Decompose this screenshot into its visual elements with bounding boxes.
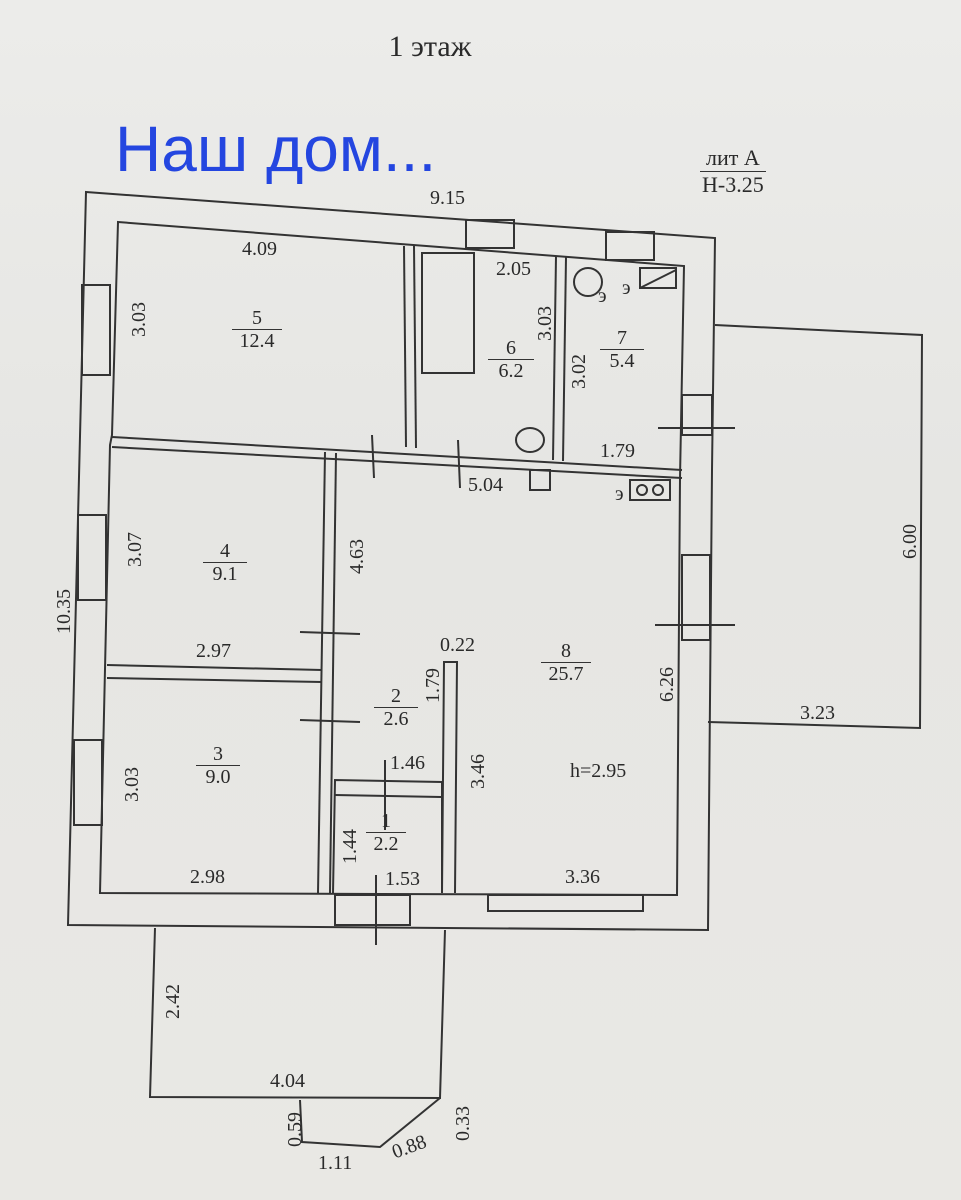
- litera-line1: лит А: [700, 145, 766, 172]
- dim-room5-h: 3.03: [128, 302, 150, 337]
- window: [487, 894, 644, 912]
- dim-room2-w: 1.46: [390, 752, 425, 774]
- window: [77, 514, 107, 601]
- dim-porch-d: 0.33: [452, 1106, 474, 1141]
- dim-room8-h: 6.26: [656, 667, 678, 702]
- dim-room6-h: 3.03: [534, 306, 556, 341]
- door-opening: [334, 894, 411, 926]
- window: [605, 231, 655, 261]
- dim-hall-w: 5.04: [468, 474, 503, 496]
- bathtub: [421, 252, 475, 374]
- wall-left-column: [317, 451, 326, 894]
- litera-line2: Н-3.25: [702, 172, 764, 197]
- dim-room8-wall: 3.46: [467, 754, 489, 789]
- page-title: 1 этаж: [388, 30, 472, 63]
- dim-annex-right-h: 6.00: [899, 524, 921, 559]
- window: [81, 284, 111, 376]
- partition-top: [111, 436, 683, 471]
- dim-top-total: 9.15: [430, 187, 465, 209]
- dim-total-h: 10.35: [53, 589, 75, 634]
- inner-wall-outline: [98, 220, 686, 897]
- porch: [148, 927, 446, 1100]
- ceiling-height: h=2.95: [570, 760, 627, 782]
- electric-mark: э: [615, 483, 624, 505]
- dim-porch-a: 0.59: [284, 1112, 306, 1147]
- heater: [639, 269, 677, 289]
- dim-room6-w: 2.05: [496, 258, 531, 280]
- window: [681, 394, 713, 436]
- dim-room5-w: 4.09: [242, 238, 277, 260]
- stove: [629, 479, 671, 501]
- wall-room4-3: [106, 664, 323, 671]
- boiler: [573, 267, 603, 297]
- dim-room1-w: 1.53: [385, 868, 420, 890]
- window: [73, 739, 103, 826]
- dim-porch-w: 4.04: [270, 1070, 305, 1092]
- electric-mark: э: [622, 277, 631, 299]
- wall-room5-6: [403, 245, 407, 448]
- dim-corr-h: 4.63: [346, 539, 368, 574]
- porch-step: [299, 1097, 441, 1149]
- dim-porch-b: 1.11: [318, 1152, 353, 1174]
- dim-room7-h: 3.02: [568, 354, 590, 389]
- dim-room4-w: 2.97: [196, 640, 231, 662]
- dim-annex-right-w: 3.23: [800, 702, 835, 724]
- dim-room2-h: 1.79: [422, 668, 444, 703]
- dim-room3-h: 3.03: [121, 767, 143, 802]
- litera-label: лит А Н-3.25: [700, 145, 766, 198]
- sink: [529, 469, 551, 491]
- dim-room7-w: 1.79: [600, 440, 635, 462]
- window: [681, 554, 711, 641]
- right-annex: [707, 324, 924, 730]
- dim-wall-t: 0.22: [440, 634, 475, 656]
- handwritten-caption: Наш дом...: [115, 113, 437, 185]
- dim-room3-w: 2.98: [190, 866, 225, 888]
- dim-room8-w: 3.36: [565, 866, 600, 888]
- dim-porch-h: 2.42: [162, 984, 184, 1019]
- electric-mark: э: [598, 285, 607, 307]
- dim-room4-h: 3.07: [124, 532, 146, 567]
- inner-partition: [441, 661, 459, 894]
- window: [465, 219, 515, 249]
- outer-wall-outline: [66, 190, 717, 932]
- toilet: [515, 427, 545, 453]
- wall-room6-7: [552, 255, 557, 461]
- dim-room1-h: 1.44: [339, 829, 361, 864]
